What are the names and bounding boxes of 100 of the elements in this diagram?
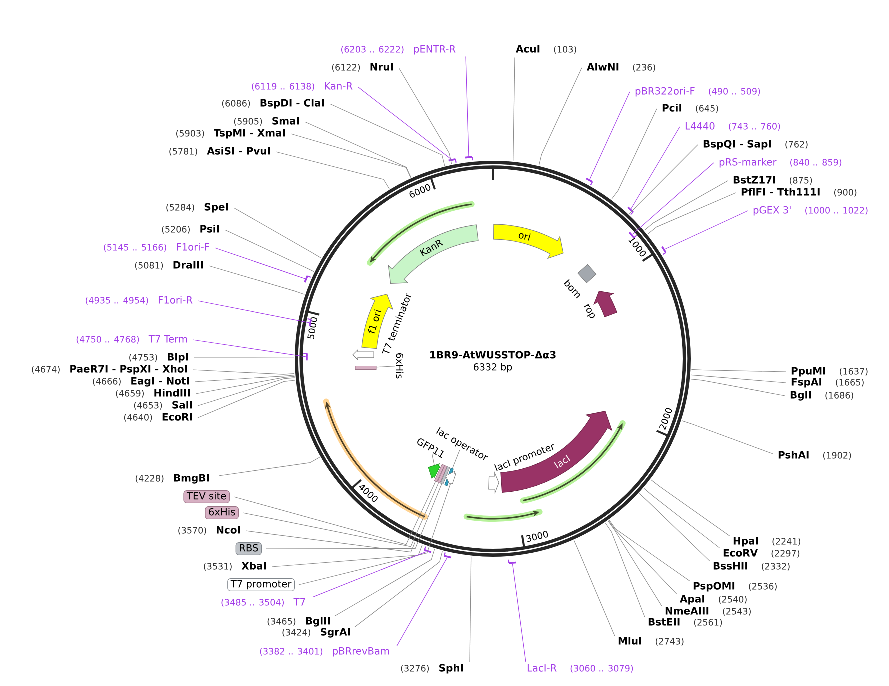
site-position: (2536) [749,583,777,591]
primer-name: F1ori-F [177,243,210,251]
feature-bar [434,464,445,482]
leader-line [470,556,472,663]
primer-mark [586,178,594,186]
primer-position: (3060 .. 3079) [570,665,634,673]
site-position: (2241) [772,538,800,546]
enzyme-name: HindIII [154,389,190,397]
site-position: (1637) [840,368,868,376]
primer-mark [628,206,634,216]
leader-line [466,56,470,157]
primer-mark [465,156,474,161]
feature-bar [438,465,448,484]
leader-line [631,126,680,210]
feature-segment: ori [494,224,564,260]
enzyme-name: BstEII [648,618,680,626]
enzyme-name: AcuI [516,45,540,53]
site-position: (900) [834,189,857,197]
enzyme-name: SphI [440,664,464,674]
leader-line [538,68,582,166]
primer-position: (4750 .. 4768) [76,336,140,344]
leader-line [691,369,786,372]
site-position: (5903) [176,130,204,138]
leader-line [609,520,690,582]
primer-name: pBR322ori-F [636,87,695,97]
site-position: (875) [790,177,812,185]
leader-line [298,485,450,586]
site-position: (3276) [401,665,430,673]
leader-line [574,540,616,637]
site-position: (236) [633,64,656,72]
enzyme-name: EagI - NotI [132,377,190,387]
site-position: (3570) [178,527,206,535]
plasmid-size: 6332 bp [474,363,512,373]
leader-line [664,210,748,250]
enzyme-name: EcoRV [724,549,758,557]
leader-line [376,366,396,368]
feature-segment [446,471,456,486]
enzyme-name: TspMI - XmaI [214,129,286,139]
leader-line [513,57,516,162]
primer-name: pGEX 3' [754,206,791,216]
leader-line [272,544,423,568]
leader-line [246,530,416,553]
leader-line [290,134,412,178]
primer-mark [424,546,432,554]
site-position: (645) [696,105,718,113]
leader-line [198,300,310,324]
site-position: (2743) [656,638,684,646]
enzyme-name: NruI [370,63,394,71]
primer-name: L4440 [686,122,715,130]
primer-position: (5145 .. 5166) [104,244,166,252]
primer-name: LacI-R [528,664,557,672]
leader-line [682,420,774,454]
leader-line [644,180,728,231]
enzyme-name: PciI [662,104,682,112]
plasmid-name: 1BR9-AtWUSSTOP-Δα3 [430,351,556,359]
site-position: (5905) [234,118,262,126]
leader-line [334,549,436,617]
tick-label: 3000 [526,531,548,542]
enzyme-name: SpeI [204,203,228,213]
leader-line [354,551,443,628]
tick-label: 6000 [410,184,431,198]
site-position: (5781) [170,148,198,156]
leader-line [608,520,662,607]
leader-line [432,454,435,466]
site-position: (3465) [268,618,296,626]
feature-tag: TEV site [184,490,230,504]
enzyme-name: PsiI [200,225,220,233]
leader-line [512,564,526,663]
primer-position: (6119 .. 6138) [252,83,314,91]
enzyme-name: DraIII [174,261,204,269]
primer-mark [304,276,312,283]
site-position: (1902) [823,452,852,460]
enzyme-name: EcoRI [162,413,192,421]
leader-line [214,248,306,280]
site-position: (2543) [723,608,751,616]
enzyme-name: FspAI [792,378,822,388]
enzyme-name: BlpI [168,353,188,363]
site-position: (1665) [836,379,864,387]
feature-tag: T7 promoter [228,578,295,592]
site-position: (3531) [204,563,232,571]
enzyme-name: BstZ17I [734,176,776,184]
site-position: (4228) [136,475,164,483]
primer-name: F1ori-R [159,296,193,304]
enzyme-name: BspQI - SapI [704,140,771,150]
leader-line [605,522,646,618]
feature-tag: RBS [236,542,262,556]
primer-mark [508,560,516,564]
feature-label: 6xHis [396,353,404,379]
primer-mark [304,353,308,361]
primer-position: (1000 .. 1022) [806,207,868,215]
leader-line [224,230,314,272]
primer-name: T7 Term [148,336,188,343]
primer-name: Kan-R [325,82,353,90]
enzyme-name: AlwNI [587,63,619,71]
leader-line [198,380,296,418]
site-position: (103) [554,46,576,54]
tick-label: 2000 [660,408,672,430]
leader-line [234,208,322,259]
enzyme-name: HpaI [734,537,758,547]
site-position: (762) [786,141,808,149]
